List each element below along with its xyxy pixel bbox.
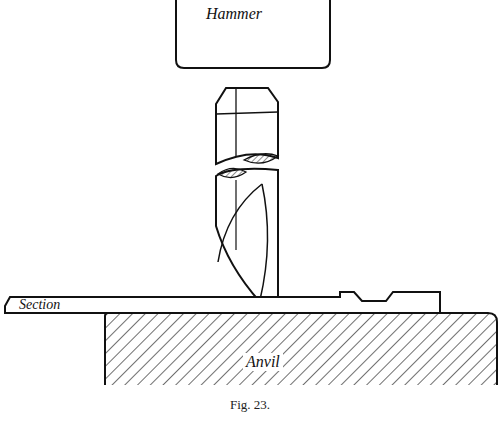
part-label: Section xyxy=(19,297,60,312)
anvil-block: Anvil xyxy=(105,313,497,385)
figure-caption: Fig. 23. xyxy=(0,397,500,413)
section-bar: Section xyxy=(5,297,440,313)
hammer-face: Hammer xyxy=(176,0,330,68)
part-label: Anvil xyxy=(243,353,283,371)
part-label: Hammer xyxy=(206,5,262,23)
